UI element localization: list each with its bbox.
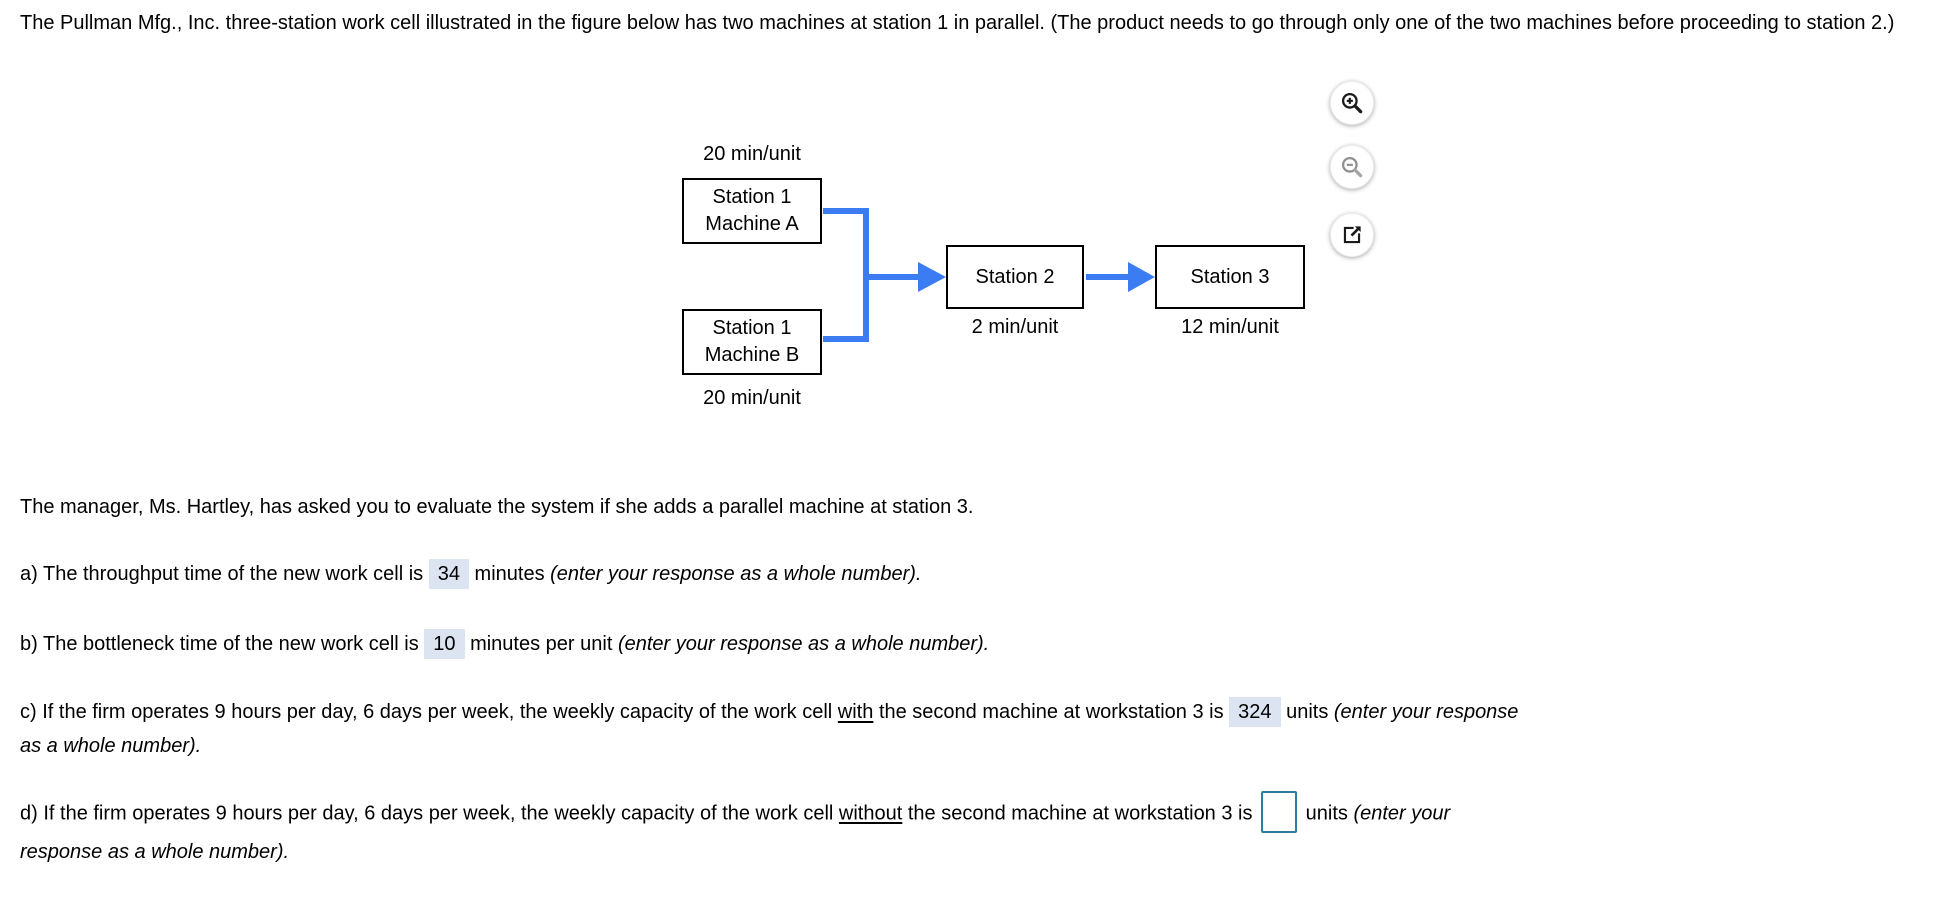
station1-machineB-line2: Machine B [704,344,800,366]
station2-label: Station 2 [975,265,1055,288]
question-b: b) The bottleneck time of the new work c… [20,627,1920,661]
station1-machineB-line1: Station 1 [712,317,792,339]
open-in-new-window-button[interactable] [1330,213,1374,257]
problem-statement: The Pullman Mfg., Inc. three-station wor… [20,12,1895,34]
question-c-answer-field[interactable]: 324 [1229,697,1281,727]
station1-machineA-rate: 20 min/unit [703,143,801,165]
station3-box: Station 3 [1155,245,1305,309]
station1-machineA-box: Station 1 Machine A [682,178,822,244]
arrow-to-station2-head [918,262,946,292]
question-d-answer-input[interactable] [1261,791,1298,833]
question-b-prefix: b) The bottleneck time of the new work c… [20,633,419,655]
question-d-prefix: d) If the firm operates 9 hours per day,… [20,802,834,825]
station2-box: Station 2 [946,245,1084,309]
question-c-emphasis: with [837,701,874,723]
zoom-out-button[interactable] [1330,145,1374,189]
question-b-answer-field[interactable]: 10 [424,629,465,659]
zoom-in-button[interactable] [1330,81,1374,125]
station3-label: Station 3 [1190,265,1270,288]
question-d: d) If the firm operates 9 hours per day,… [20,791,1525,869]
question-d-hint: (enter your response as a whole number). [20,802,1451,863]
station1-machineA-line2: Machine A [705,213,799,235]
station1-machineA-line1: Station 1 [712,186,792,208]
question-d-units: units [1305,802,1348,825]
question-c-units: units [1286,701,1329,723]
open-in-new-window-icon [1343,226,1361,244]
station1-machineB-box: Station 1 Machine B [682,309,822,375]
question-a-units: minutes [474,563,545,585]
question-c-middle: the second machine at workstation 3 is [878,701,1224,723]
question-a-prefix: a) The throughput time of the new work c… [20,563,424,585]
question-c-prefix: c) If the firm operates 9 hours per day,… [20,701,833,723]
zoom-in-icon [1341,92,1363,114]
question-a-hint: (enter your response as a whole number). [550,563,922,585]
manager-statement: The manager, Ms. Hartley, has asked you … [20,496,974,518]
station1-machineB-rate: 20 min/unit [703,387,801,409]
zoom-out-icon [1341,156,1363,178]
station3-rate: 12 min/unit [1181,316,1279,338]
question-b-units: minutes per unit [470,633,613,655]
arrow-to-station3-head [1128,262,1155,292]
question-d-emphasis: without [838,802,903,825]
question-d-middle: the second machine at workstation 3 is [907,802,1253,825]
question-c: c) If the firm operates 9 hours per day,… [20,695,1520,763]
question-c-hint: (enter your response as a whole number). [20,701,1519,757]
question-a-answer-field[interactable]: 34 [428,559,469,589]
station2-rate: 2 min/unit [971,316,1059,338]
question-b-hint: (enter your response as a whole number). [617,633,990,655]
question-a: a) The throughput time of the new work c… [20,557,1920,591]
